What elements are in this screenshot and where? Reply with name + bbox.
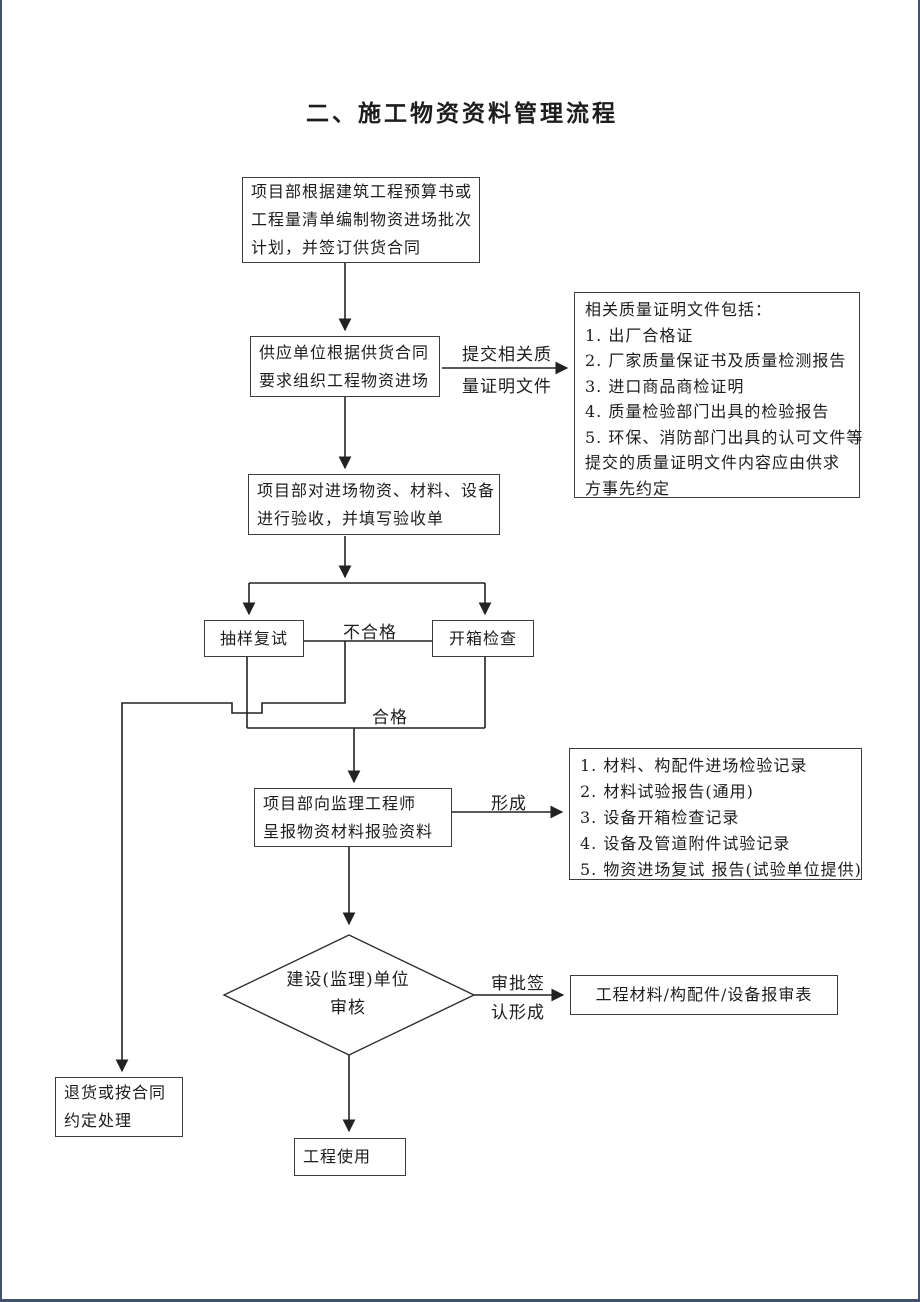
quality-docs-note1: 提交的质量证明文件内容应由供求	[585, 453, 841, 472]
page-title: 二、施工物资资料管理流程	[306, 100, 618, 127]
edge-label-fail: 不合格	[343, 623, 397, 643]
records-item5: 5. 物资进场复试 报告(试验单位提供)	[580, 860, 862, 879]
node-acceptance: 项目部对进场物资、材料、设备 进行验收，并填写验收单	[248, 474, 500, 535]
node-supply-line2: 要求组织工程物资进场	[259, 370, 430, 390]
quality-docs-item5: 5. 环保、消防部门出具的认可文件等	[585, 427, 864, 447]
review-diamond-shape	[222, 934, 476, 1056]
edge-label-approve-line1: 审批签	[491, 974, 545, 994]
records-item1: 1. 材料、构配件进场检验记录	[580, 756, 808, 775]
node-plan-line3: 计划，并签订供货合同	[251, 238, 422, 257]
node-return-goods-line1: 退货或按合同	[64, 1083, 167, 1102]
node-records: 1. 材料、构配件进场检验记录 2. 材料试验报告(通用) 3. 设备开箱检查记…	[569, 748, 862, 880]
node-plan-line2: 工程量清单编制物资进场批次	[251, 210, 473, 229]
node-review-line2: 审核	[330, 998, 366, 1018]
edge-label-approve-line2: 认形成	[491, 1003, 545, 1023]
node-approval-form: 工程材料/构配件/设备报审表	[570, 975, 838, 1015]
quality-docs-item4: 4. 质量检验部门出具的检验报告	[585, 402, 830, 421]
edge-label-form: 形成	[491, 794, 527, 814]
node-return-goods-line2: 约定处理	[64, 1111, 133, 1130]
quality-docs-item2: 2. 厂家质量保证书及质量检测报告	[585, 351, 847, 370]
edge-label-submit-line1: 提交相关质	[462, 345, 552, 365]
node-unboxing: 开箱检查	[432, 620, 534, 657]
node-project-use-label: 工程使用	[303, 1147, 372, 1166]
node-project-use: 工程使用	[294, 1138, 406, 1176]
node-review: 建设(监理)单位 审核	[222, 966, 474, 1022]
node-return-goods: 退货或按合同 约定处理	[55, 1077, 183, 1137]
node-approval-form-label: 工程材料/构配件/设备报审表	[595, 985, 813, 1004]
node-acceptance-line1: 项目部对进场物资、材料、设备	[257, 480, 496, 500]
edge-label-pass: 合格	[372, 708, 408, 728]
node-sampling: 抽样复试	[204, 620, 304, 657]
quality-docs-item3: 3. 进口商品商检证明	[585, 376, 745, 396]
node-sampling-label: 抽样复试	[219, 628, 288, 648]
quality-docs-header: 相关质量证明文件包括：	[585, 300, 773, 319]
quality-docs-note2: 方事先约定	[585, 478, 671, 498]
node-supply-line1: 供应单位根据供货合同	[259, 342, 430, 362]
edge-label-submit-line2: 量证明文件	[462, 377, 552, 397]
node-unboxing-label: 开箱检查	[448, 628, 517, 648]
node-acceptance-line2: 进行验收，并填写验收单	[257, 508, 445, 528]
node-quality-docs: 相关质量证明文件包括： 1. 出厂合格证 2. 厂家质量保证书及质量检测报告 3…	[574, 292, 864, 498]
records-item3: 3. 设备开箱检查记录	[580, 808, 740, 827]
node-submit-report: 项目部向监理工程师 呈报物资材料报验资料	[254, 788, 452, 847]
node-plan-line1: 项目部根据建筑工程预算书或	[251, 182, 473, 201]
node-submit-report-line1: 项目部向监理工程师	[263, 793, 417, 813]
quality-docs-item1: 1. 出厂合格证	[585, 325, 694, 345]
records-item2: 2. 材料试验报告(通用)	[580, 782, 754, 801]
records-item4: 4. 设备及管道附件试验记录	[580, 834, 791, 853]
node-submit-report-line2: 呈报物资材料报验资料	[263, 821, 434, 841]
node-review-line1: 建设(监理)单位	[286, 970, 410, 990]
node-plan: 项目部根据建筑工程预算书或 工程量清单编制物资进场批次 计划，并签订供货合同	[242, 177, 480, 263]
node-supply: 供应单位根据供货合同 要求组织工程物资进场	[250, 336, 440, 397]
